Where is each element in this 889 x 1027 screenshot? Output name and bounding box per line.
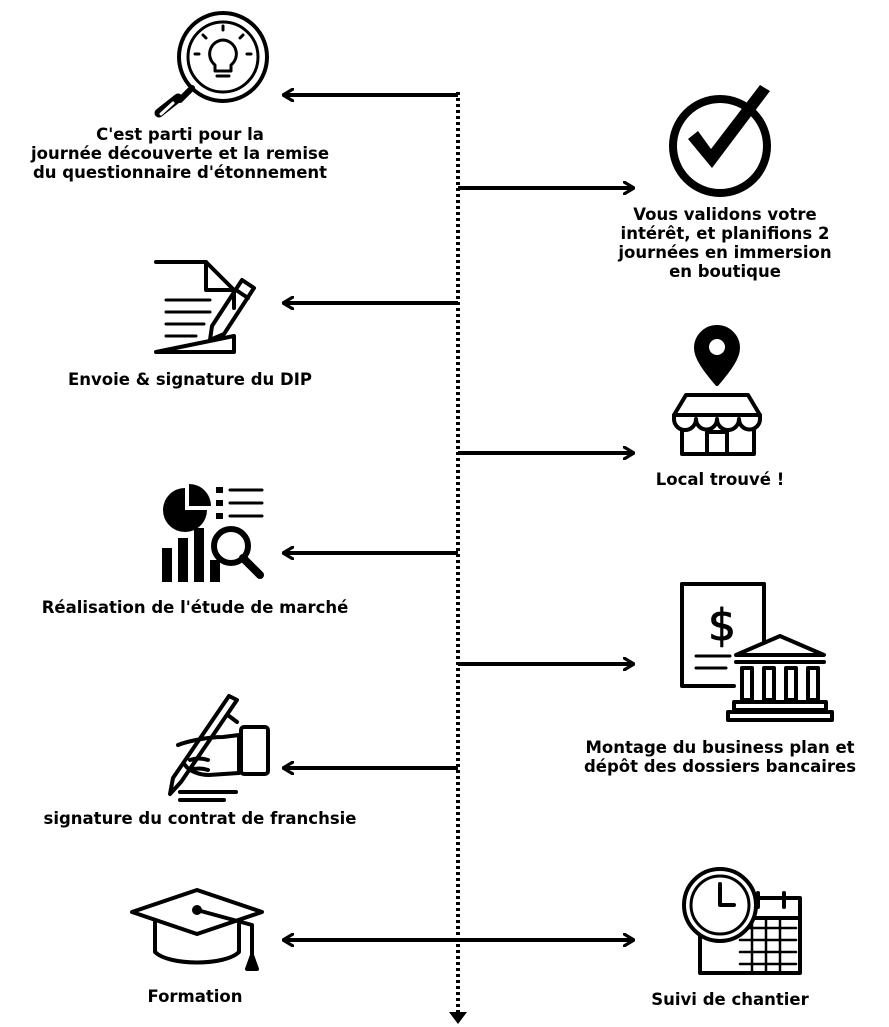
lightbulb-magnifier-icon (154, 11, 269, 118)
checkmark-circle-icon (669, 85, 771, 197)
step-label-formation: Formation (147, 987, 243, 1006)
signing-hand-icon (168, 694, 270, 802)
step-label-discovery: C'est parti pour la journée découverte e… (30, 125, 330, 182)
step-label-contract: signature du contrat de franchsie (43, 809, 357, 828)
step-label-dip: Envoie & signature du DIP (68, 370, 312, 389)
document-pen-icon (154, 260, 256, 354)
clock-calendar-icon (682, 867, 802, 975)
step-label-business-plan: Montage du business plan et dépôt des do… (583, 738, 857, 776)
step-label-local: Local trouvé ! (655, 470, 785, 489)
step-label-market-study: Réalisation de l'étude de marché (41, 598, 349, 617)
timeline-end-arrowhead (449, 1012, 467, 1024)
step-label-worksite: Suivi de chantier (651, 990, 809, 1009)
bank-document-icon: $ (680, 582, 834, 722)
analytics-magnifier-icon (162, 484, 264, 582)
svg-text:$: $ (708, 600, 736, 651)
step-label-validation: Vous validons votre intérêt, et planifio… (618, 205, 832, 281)
shop-location-icon (672, 325, 762, 456)
graduation-cap-icon (130, 888, 264, 971)
